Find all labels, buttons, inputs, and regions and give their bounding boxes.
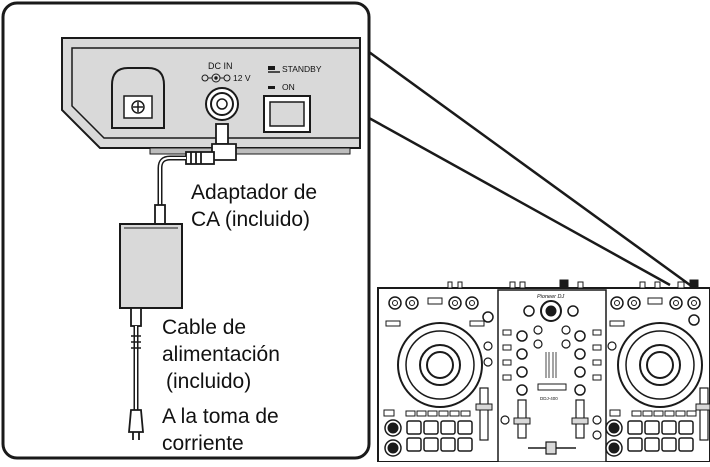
power-switch <box>263 95 311 133</box>
mixer-section <box>500 300 602 455</box>
adapter-label-line1: Adaptador de <box>191 181 318 204</box>
adapter-label-line2: CA (incluido) <box>191 208 311 231</box>
controller-brand: Pioneer DJ <box>537 294 564 300</box>
standby-switch-icons <box>268 66 280 89</box>
on-label: ON <box>282 82 295 92</box>
dc-plug <box>185 123 237 165</box>
right-deck <box>605 296 710 457</box>
dc-in-jack <box>205 87 239 121</box>
cable-label-line2: alimentación <box>162 343 280 366</box>
ac-adapter <box>119 223 183 309</box>
cable-strain-relief <box>154 204 166 226</box>
outlet-label-line1: A la toma de <box>162 405 279 428</box>
left-deck <box>383 296 494 457</box>
callout-leader-lines <box>368 50 691 287</box>
power-cord <box>130 307 142 410</box>
dc-voltage-label: 12 V <box>233 73 251 83</box>
outlet-label-line2: corriente <box>162 432 244 455</box>
lock-slot-icon <box>111 67 165 129</box>
dj-controller <box>377 279 710 463</box>
cable-label-line1: Cable de <box>162 316 247 339</box>
dc-in-label: DC IN <box>208 61 233 71</box>
standby-label: STANDBY <box>282 64 322 74</box>
cable-label-line3: (incluido) <box>166 370 252 393</box>
wall-plug-icon <box>128 409 144 440</box>
polarity-icon <box>201 73 231 83</box>
controller-model: DDJ-400 <box>540 396 558 401</box>
